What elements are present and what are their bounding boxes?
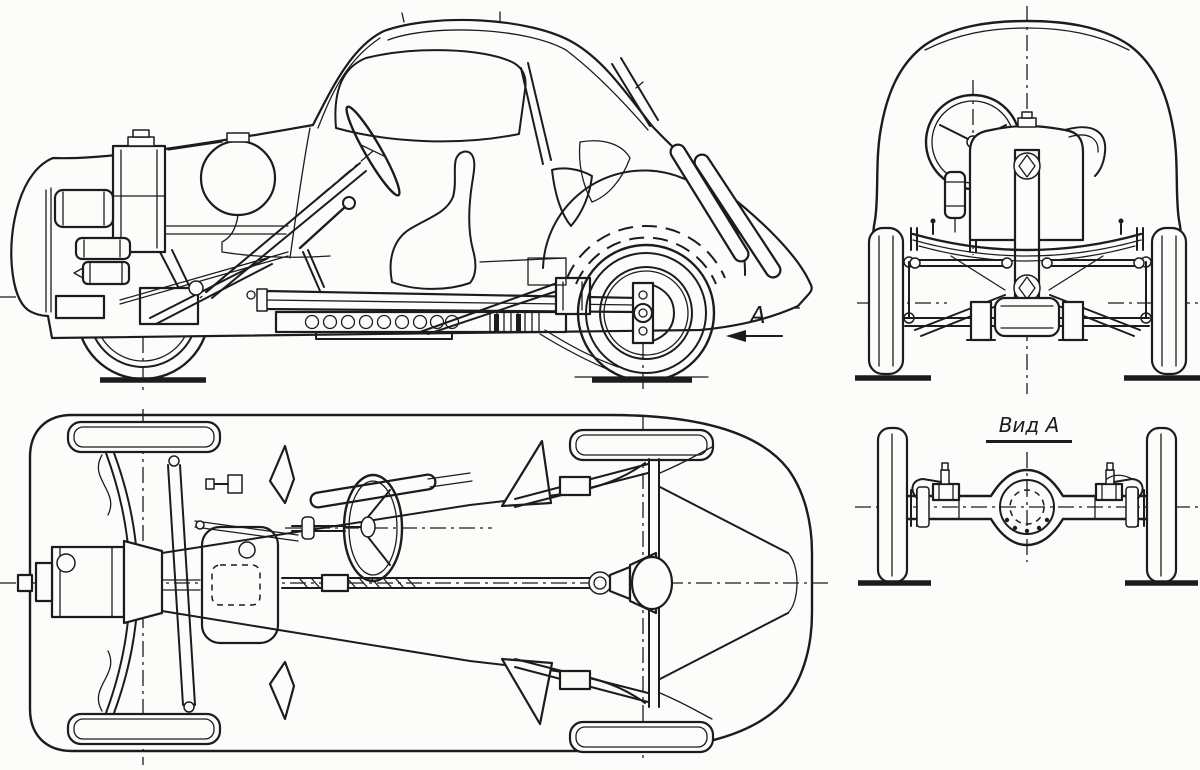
- axle-spring-seats: [911, 462, 1144, 502]
- differential-plan: [630, 555, 674, 611]
- bell-housing: [122, 539, 164, 625]
- seat: [389, 150, 477, 290]
- plan-front-left-wheel: [66, 420, 222, 454]
- plan-body-outline: [28, 413, 814, 753]
- plan-rear-left-wheel: [568, 428, 715, 462]
- plan-front-right-wheel: [66, 712, 222, 746]
- rear-wheelhouse-arc: [542, 169, 747, 276]
- view-direction-arrow: [726, 330, 783, 342]
- front-left-wheel: [867, 226, 905, 376]
- frame-kickup-fin: [500, 657, 554, 726]
- axle-centerlines: [855, 452, 1200, 562]
- side-chassis-frame: [54, 251, 642, 373]
- side-rear-suspension: [669, 143, 782, 279]
- plan-engine-transmission: [34, 474, 280, 645]
- air-cleaner: [53, 188, 115, 229]
- front-body-outline: [867, 19, 1187, 332]
- spring-seat: [1094, 482, 1124, 502]
- b-pillar: [520, 62, 552, 165]
- side-engine-bay: [53, 127, 331, 303]
- filler-cap: [226, 132, 250, 143]
- transverse-leaf-spring: [911, 232, 1143, 252]
- rear-axle-view-drawing: [855, 426, 1200, 586]
- plan-rear-right-wheel: [568, 720, 715, 754]
- handbrake-lever: [302, 249, 325, 292]
- front-view-drawing: [855, 6, 1200, 394]
- spring-seat: [931, 482, 961, 502]
- rear-hub-flange: [631, 281, 655, 345]
- oil-pan: [993, 296, 1061, 338]
- side-view-drawing: [0, 11, 813, 392]
- plan-view-drawing: [0, 409, 830, 765]
- rear-window: [611, 57, 659, 127]
- quarter-window: [551, 167, 593, 227]
- aux-view-title: Вид А: [986, 413, 1072, 443]
- plan-radius-rods: [167, 464, 196, 706]
- steering-wheel-side: [345, 105, 401, 197]
- door-window: [334, 49, 527, 143]
- mount-bolt: [227, 474, 243, 494]
- side-greenhouse: [317, 11, 747, 276]
- view-direction-label: A: [750, 303, 766, 329]
- frame-fin: [268, 660, 296, 721]
- engine-block-side: [111, 144, 167, 254]
- brake-backing-plate: [1125, 486, 1139, 528]
- front-wheels: [867, 226, 1188, 376]
- front-right-wheel: [1150, 226, 1188, 376]
- front-suspension: [904, 218, 1150, 342]
- plan-rear-axle: [514, 446, 713, 720]
- brake-backing-plate: [916, 486, 930, 528]
- tie-rods: [916, 259, 1138, 267]
- plan-steering: [194, 472, 473, 583]
- generator: [943, 170, 967, 220]
- plan-wheels: [66, 420, 715, 754]
- frame-fin: [268, 444, 296, 505]
- side-ground-lines: [100, 376, 709, 383]
- starter: [74, 236, 132, 261]
- fuel-tank-side: [199, 139, 277, 217]
- differential-housing: [999, 479, 1055, 535]
- side-interior: [179, 105, 477, 316]
- drag-link: [119, 251, 289, 305]
- gear-lever: [298, 205, 347, 250]
- axle-assembly: [905, 468, 1149, 547]
